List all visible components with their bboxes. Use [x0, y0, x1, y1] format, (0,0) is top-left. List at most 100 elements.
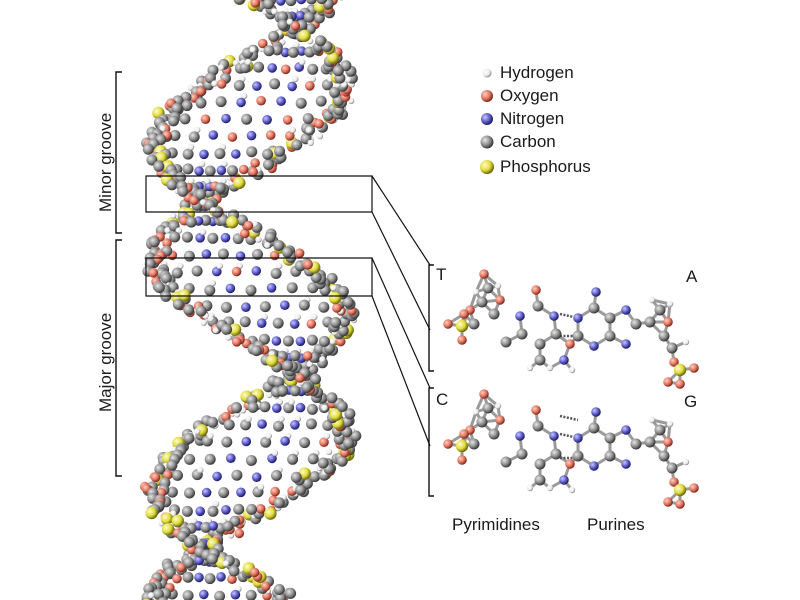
legend-swatches: [480, 68, 494, 174]
atom-C: [264, 231, 276, 243]
legend-label-hydrogen: Hydrogen: [500, 63, 574, 82]
detail-bracket-ta: [428, 264, 434, 372]
atom-O: [675, 499, 685, 509]
atom-C: [259, 301, 271, 313]
atom-H: [309, 75, 316, 83]
atom-C: [295, 484, 307, 496]
atom-N: [591, 407, 601, 417]
connector-line-bottom-upper: [371, 257, 431, 389]
atom-O: [663, 377, 673, 387]
atom-C: [177, 185, 189, 197]
base-pair-cytosine-guanine: [443, 389, 699, 509]
atom-N: [256, 318, 267, 329]
atom-O: [248, 167, 258, 177]
atom-C: [270, 268, 282, 279]
atom-N: [221, 113, 231, 124]
atom-O: [457, 335, 467, 345]
legend-item-phosphorus: Phosphorus: [476, 156, 591, 178]
atom-O: [663, 437, 673, 447]
atom-C: [337, 285, 349, 297]
base-pair-thymine-adenine: [443, 269, 699, 389]
atom-O: [332, 303, 342, 313]
atom-C: [214, 182, 226, 194]
atom-O: [314, 119, 324, 129]
atom-H: [682, 458, 690, 466]
atom-H: [164, 227, 171, 234]
atom-O: [150, 472, 161, 483]
atom-N: [295, 10, 306, 21]
atom-N: [220, 232, 231, 243]
atom-N: [246, 130, 257, 141]
atom-O: [303, 259, 313, 270]
major-groove-label: Major groove: [96, 312, 115, 412]
atom-C: [191, 265, 203, 277]
atom-N: [241, 302, 251, 313]
atom-H: [472, 288, 480, 296]
atom-O: [172, 573, 182, 584]
atom-C: [488, 428, 500, 440]
atom-C: [295, 97, 307, 109]
atom-C: [534, 338, 546, 350]
atom-N: [276, 0, 286, 6]
atom-C: [654, 304, 666, 316]
atom-N: [257, 419, 267, 429]
atom-C: [604, 432, 616, 444]
atom-H: [257, 483, 265, 491]
atom-C: [476, 416, 488, 428]
atom-C: [195, 305, 207, 317]
atom-C: [329, 86, 341, 98]
atom-C: [245, 455, 257, 466]
atom-C: [166, 486, 178, 498]
atom-H: [245, 415, 252, 423]
atom-C: [263, 159, 274, 171]
atom-C: [318, 301, 330, 313]
atom-C: [148, 236, 160, 248]
atom-O: [260, 581, 271, 592]
atom-H: [220, 517, 227, 525]
atom-N: [591, 287, 601, 297]
atom-H: [265, 391, 273, 399]
connector-line-top-lower: [371, 211, 431, 331]
atom-C: [630, 438, 642, 450]
atom-C: [221, 436, 233, 448]
atom-P: [178, 289, 191, 302]
atom-C: [182, 163, 194, 175]
atom-N: [289, 319, 300, 329]
atom-C: [516, 448, 528, 460]
atom-H: [568, 486, 576, 494]
atom-C: [282, 246, 293, 258]
atom-N: [236, 97, 246, 108]
atom-C: [262, 148, 274, 160]
atom-C: [604, 312, 616, 324]
atom-C: [142, 143, 154, 155]
atom-O: [443, 319, 453, 329]
atom-H: [330, 284, 337, 292]
atom-P: [228, 323, 242, 336]
atom-C: [169, 231, 181, 243]
atom-H: [222, 560, 230, 567]
atom-C: [282, 360, 294, 372]
atom-H: [170, 212, 177, 219]
atom-C: [468, 318, 480, 330]
atom-N: [267, 63, 278, 73]
atom-C: [550, 328, 562, 340]
atom-H: [212, 500, 220, 508]
atom-C: [239, 316, 251, 328]
atom-O: [250, 0, 260, 8]
atom-C: [273, 584, 285, 595]
atom-C: [273, 420, 284, 432]
atom-H: [323, 432, 331, 440]
atom-C: [286, 282, 298, 294]
atom-H: [325, 448, 333, 455]
atom-P: [329, 291, 342, 305]
atom-P: [160, 512, 174, 525]
atom-O: [280, 64, 291, 75]
atom-O: [319, 437, 329, 448]
atom-C: [534, 354, 546, 366]
atom-C: [318, 335, 330, 347]
atom-O: [243, 220, 254, 231]
atom-C: [221, 324, 233, 335]
atom-N: [201, 487, 212, 498]
atom-C: [246, 146, 258, 158]
atom-C: [306, 0, 317, 5]
